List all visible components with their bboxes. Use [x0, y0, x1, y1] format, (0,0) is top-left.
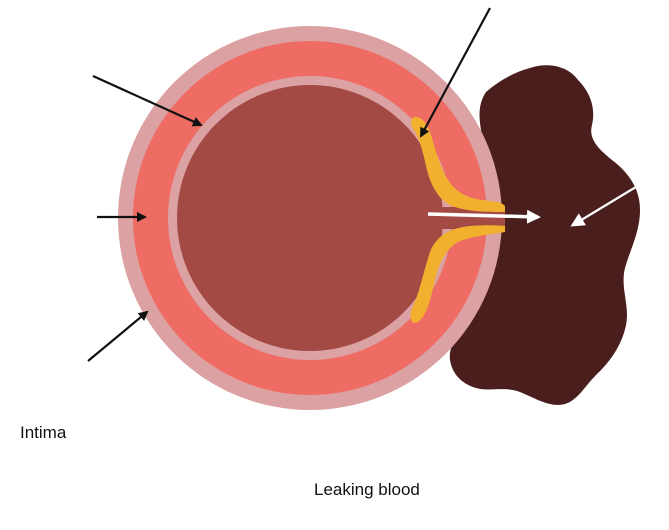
intima-label: Intima	[20, 423, 66, 443]
arrow-to-adventitia	[88, 312, 147, 361]
leaking-blood-label: Leaking blood	[314, 480, 420, 500]
vessel-lumen	[177, 85, 443, 351]
